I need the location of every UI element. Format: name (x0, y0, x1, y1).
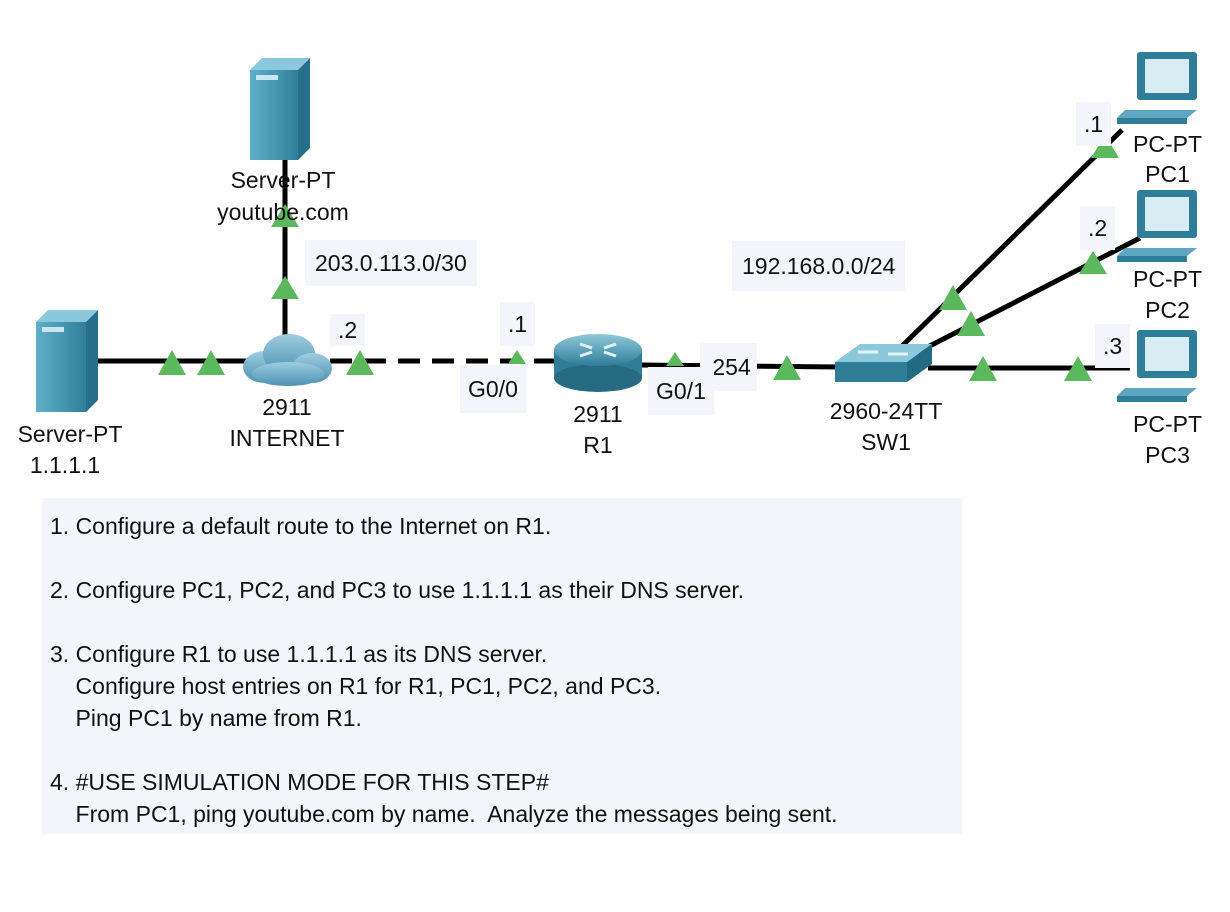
task-line: 4. #USE SIMULATION MODE FOR THIS STEP# (50, 769, 549, 795)
link-status-markers (158, 135, 1119, 381)
sw1-model: 2960-24TT (829, 398, 943, 424)
internet-model: 2911 (262, 394, 312, 420)
pc2-name: PC2 (1145, 297, 1190, 323)
link-sw1-pc1[interactable] (896, 128, 1124, 352)
link-up-triangle-icon (939, 285, 967, 310)
link-up-triangle-icon (1091, 135, 1119, 158)
link-up-triangle-icon (773, 355, 801, 380)
task-list: 1. Configure a default route to the Inte… (42, 498, 962, 834)
r1-name: R1 (583, 432, 613, 458)
pc-icon[interactable] (1117, 190, 1197, 262)
wan-network-label: 203.0.113.0/30 (305, 240, 477, 286)
pc2-model: PC-PT (1133, 266, 1202, 292)
pc-icon[interactable] (1117, 52, 1197, 124)
internet-name: INTERNET (229, 425, 345, 451)
pc3-address: .3 (1095, 324, 1131, 368)
link-up-triangle-icon (957, 311, 985, 336)
pc1-model: PC-PT (1133, 131, 1202, 157)
dns-server-model: Server-PT (17, 421, 123, 447)
cloud-icon[interactable] (243, 334, 332, 386)
link-up-triangle-icon (158, 350, 186, 375)
pc1-name: PC1 (1145, 161, 1190, 187)
router-icon[interactable] (554, 334, 642, 392)
link-up-triangle-icon (271, 204, 299, 227)
youtube-server-name: youtube.com (217, 199, 349, 225)
link-up-triangle-icon (508, 350, 526, 364)
dns-server-name: 1.1.1.1 (29, 452, 101, 478)
task-line: From PC1, ping youtube.com by name. Anal… (50, 801, 838, 827)
task-line: 2. Configure PC1, PC2, and PC3 to use 1.… (50, 577, 745, 603)
link-up-triangle-icon (969, 356, 997, 381)
link-up-triangle-icon (197, 350, 225, 375)
task-line: Ping PC1 by name from R1. (50, 705, 362, 731)
internet-wan-address: .2 (330, 314, 366, 346)
link-up-triangle-icon (1079, 251, 1107, 274)
link-sw1-pc2[interactable] (916, 235, 1142, 355)
link-up-triangle-icon (1064, 356, 1092, 381)
pc3-name: PC3 (1145, 442, 1190, 468)
pc2-address: .2 (1080, 206, 1116, 250)
sw1-name: SW1 (861, 429, 911, 455)
pc3-model: PC-PT (1133, 411, 1202, 437)
r1-lan-interface: G0/1 (648, 367, 714, 415)
pc1-address: .1 (1076, 102, 1112, 146)
link-up-triangle-icon (271, 276, 299, 299)
r1-model: 2911 (573, 401, 623, 427)
server-icon[interactable] (36, 310, 98, 412)
r1-wan-interface: G0/0 (460, 365, 526, 413)
r1-wan-address: .1 (500, 302, 536, 346)
youtube-server-model: Server-PT (230, 167, 336, 193)
link-up-triangle-icon (346, 350, 374, 375)
task-line: Configure host entries on R1 for R1, PC1… (50, 673, 662, 699)
lan-network-label: 192.168.0.0/24 (732, 241, 906, 291)
task-line: 3. Configure R1 to use 1.1.1.1 as its DN… (50, 641, 548, 667)
switch-icon[interactable] (835, 344, 932, 382)
server-icon[interactable] (250, 58, 310, 160)
pc-icon[interactable] (1117, 330, 1197, 402)
link-up-triangle-icon (666, 352, 684, 366)
task-line: 1. Configure a default route to the Inte… (50, 513, 552, 539)
